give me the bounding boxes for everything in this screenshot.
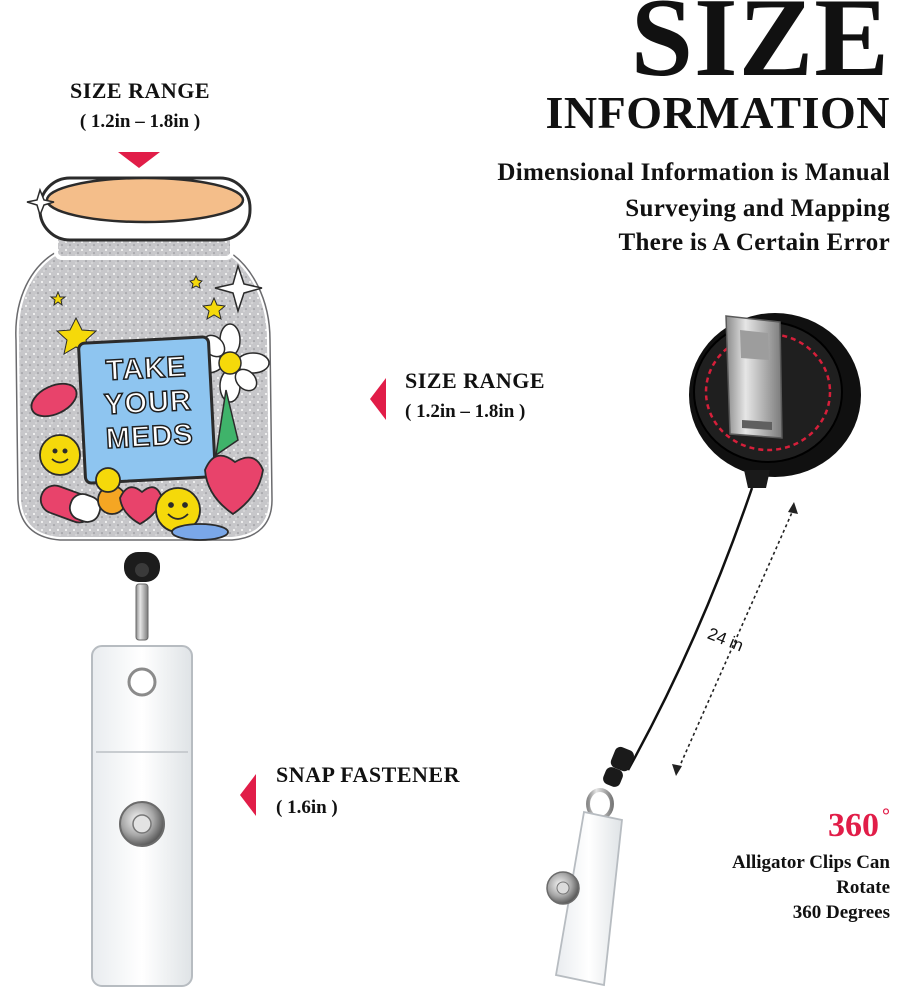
title-size: SIZE bbox=[630, 0, 890, 100]
jar-lid bbox=[38, 176, 252, 242]
description-line: Surveying and Mapping bbox=[625, 195, 890, 222]
arrow-down-icon bbox=[118, 152, 160, 168]
alligator-clip bbox=[725, 315, 783, 439]
jar-badge bbox=[12, 176, 276, 987]
degree-symbol: ° bbox=[882, 805, 890, 827]
size-range-title: SIZE RANGE bbox=[69, 78, 211, 103]
star-icon bbox=[201, 296, 227, 321]
snap-fastener-label: SNAP FASTENER ( 1.6in ) bbox=[276, 762, 460, 818]
size-range-value: ( 1.2in – 1.8in ) bbox=[79, 111, 201, 132]
clear-vinyl-strap bbox=[91, 645, 193, 987]
rotation-line: 360 Degrees bbox=[792, 902, 890, 923]
rotation-line: Alligator Clips Can bbox=[731, 852, 890, 873]
title-information: INFORMATION bbox=[545, 87, 890, 138]
rotation-value: 360 bbox=[828, 807, 879, 844]
rotation-line: Rotate bbox=[836, 877, 890, 898]
candy-pile bbox=[30, 382, 264, 541]
meds-label-text: TAKE YOUR MEDS bbox=[83, 349, 212, 457]
size-range-label-top: SIZE RANGE ( 1.2in – 1.8in ) bbox=[54, 78, 226, 132]
size-range-label-side: SIZE RANGE ( 1.2in – 1.8in ) bbox=[405, 368, 546, 422]
arrow-left-icon bbox=[240, 774, 256, 816]
arrow-left-icon bbox=[370, 378, 386, 420]
description-line: Dimensional Information is Manual bbox=[497, 159, 890, 186]
reel-strap bbox=[546, 746, 634, 987]
size-range-title: SIZE RANGE bbox=[405, 368, 546, 393]
snap-fastener-title: SNAP FASTENER bbox=[276, 762, 460, 787]
smiley-icon bbox=[51, 448, 189, 520]
star-icon bbox=[189, 274, 203, 289]
star-icon bbox=[26, 187, 263, 314]
rotation-info: 360° Alligator Clips Can Rotate 360 Degr… bbox=[732, 806, 890, 922]
retractable-cord bbox=[626, 487, 754, 771]
size-range-value: ( 1.2in – 1.8in ) bbox=[405, 401, 526, 422]
meds-label-line: MEDS bbox=[104, 418, 195, 456]
description-line: There is A Certain Error bbox=[618, 229, 890, 256]
snap-fastener-size: ( 1.6in ) bbox=[276, 797, 338, 818]
rotation-degrees: 360° bbox=[732, 806, 890, 843]
meds-label-card bbox=[77, 335, 239, 485]
star-icon bbox=[49, 290, 67, 307]
